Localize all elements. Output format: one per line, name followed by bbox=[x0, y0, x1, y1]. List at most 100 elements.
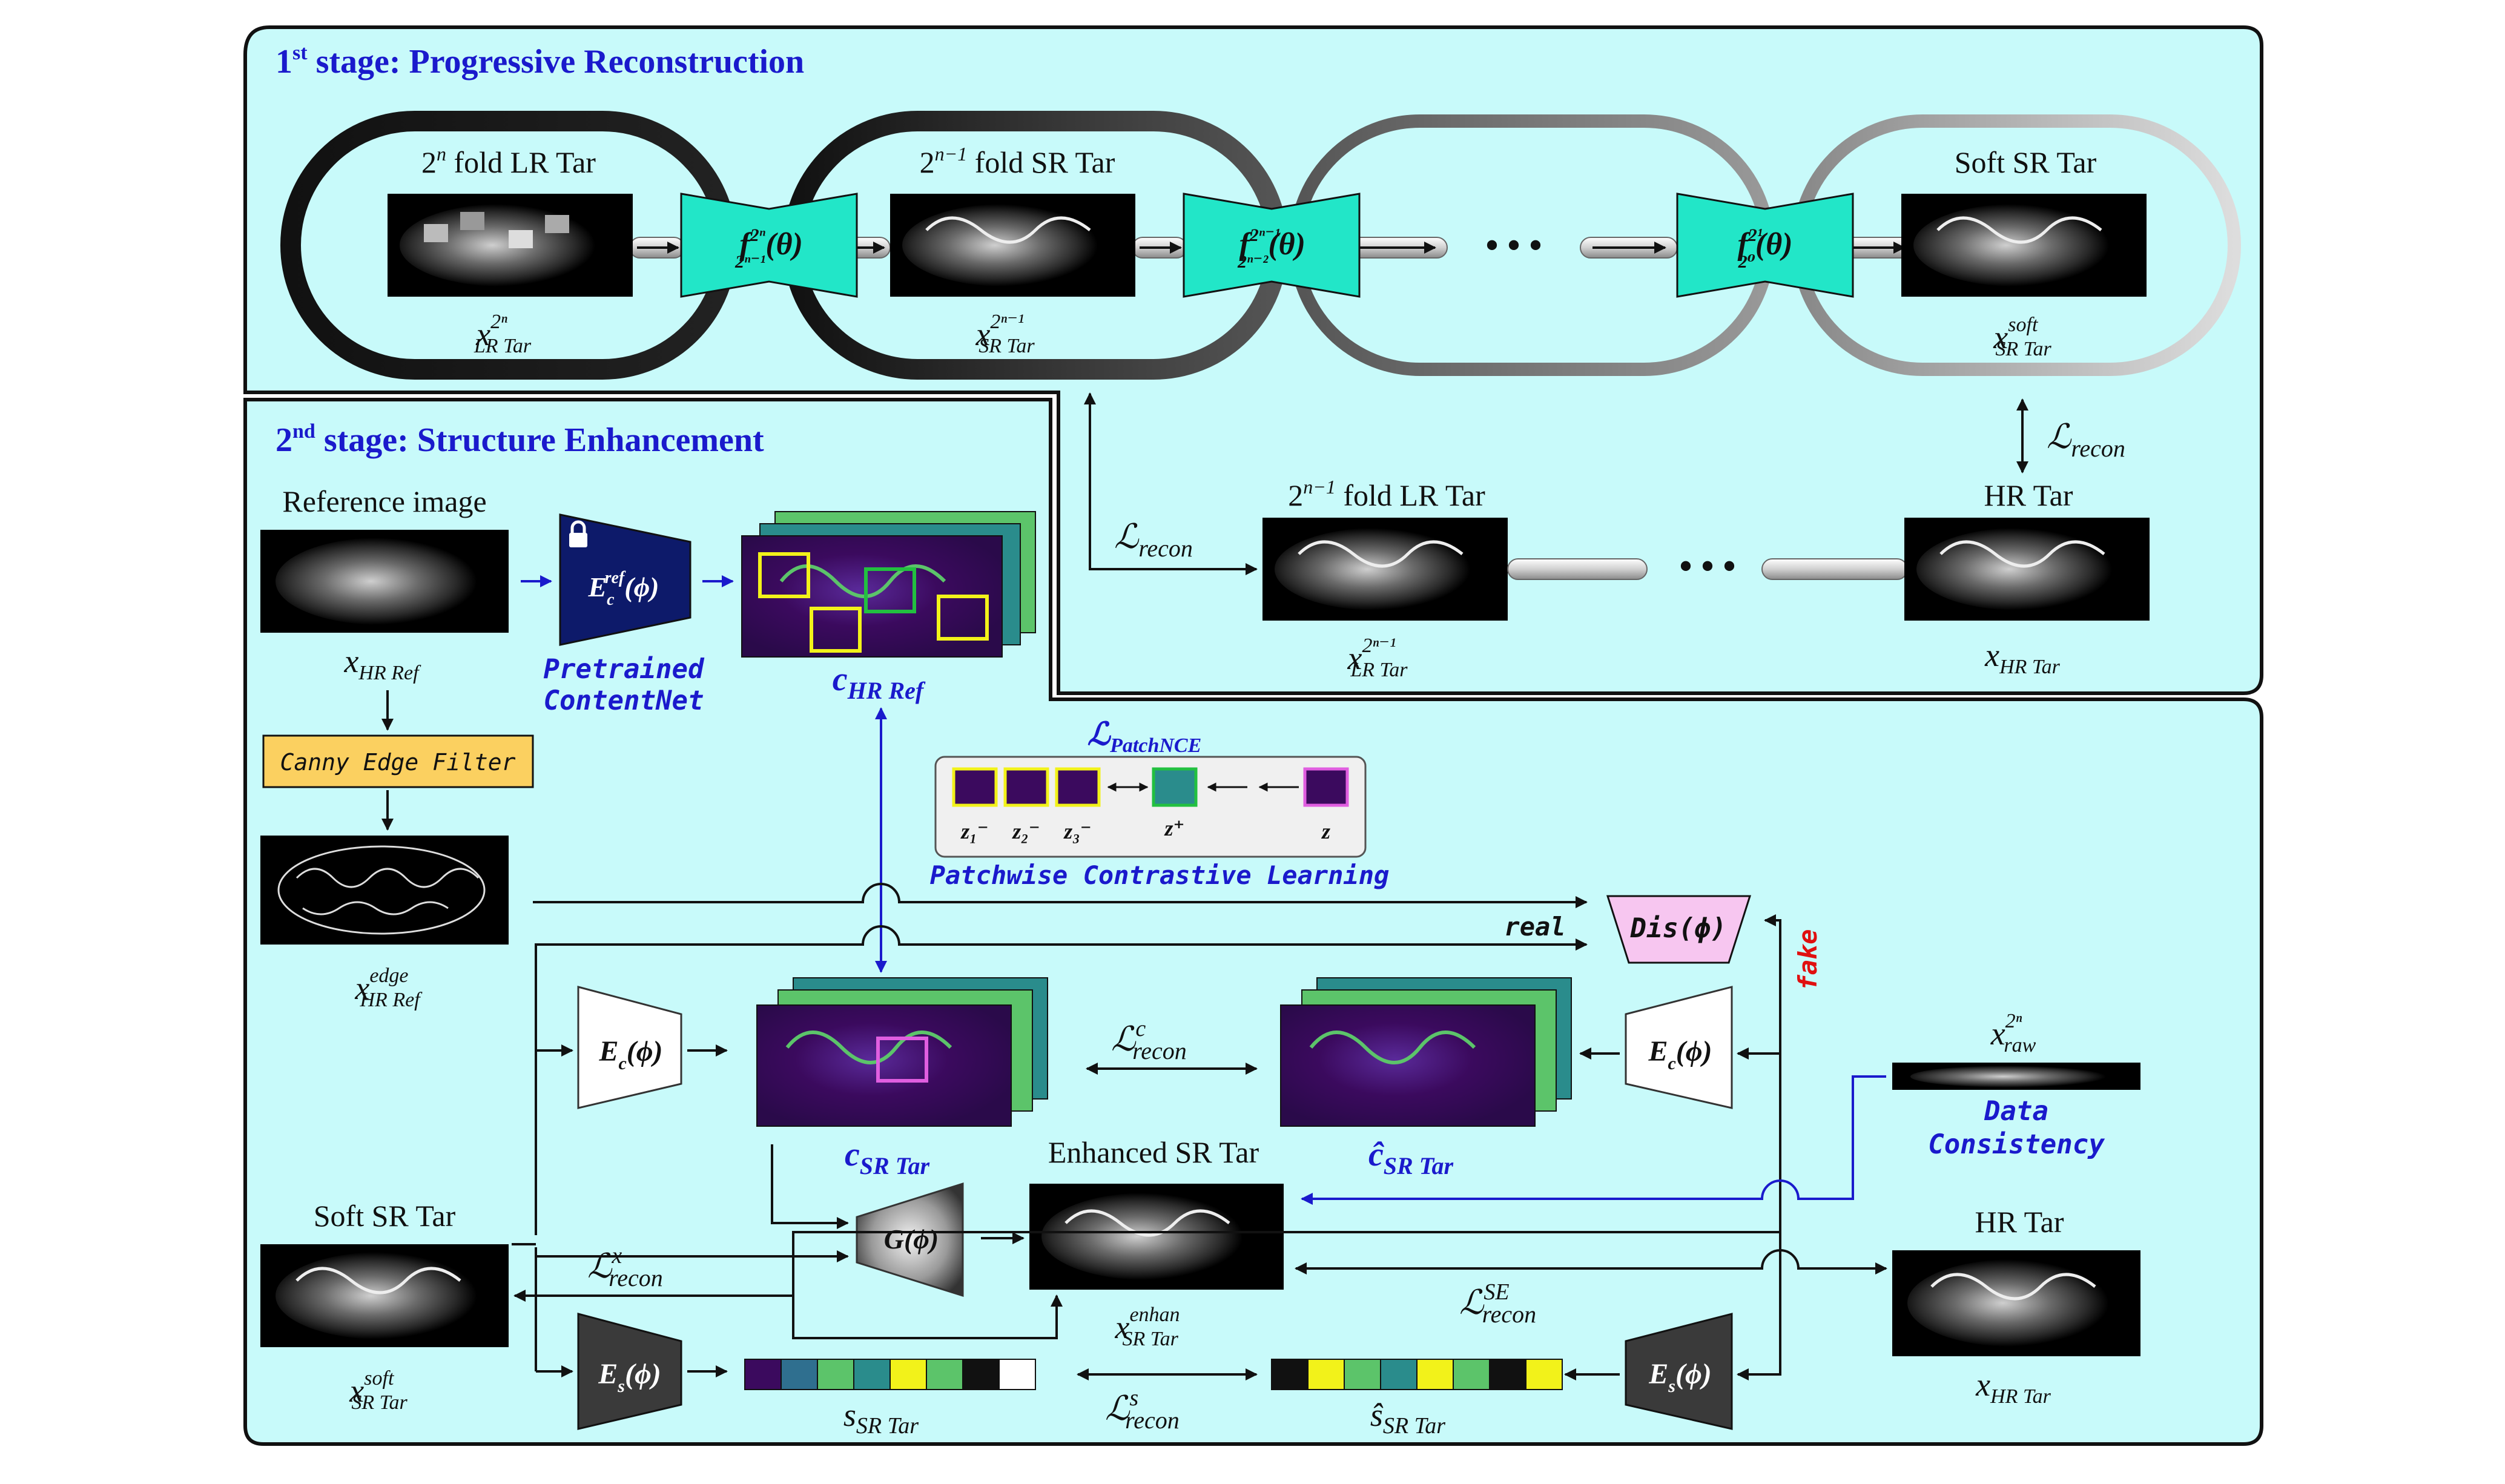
stage1-title: 1st stage: Progressive Reconstruction bbox=[276, 42, 804, 81]
mri-x-raw bbox=[1892, 1063, 2140, 1090]
lock-icon bbox=[569, 520, 587, 547]
style-code-sr-tar-hat bbox=[1271, 1359, 1563, 1390]
style-code-sr-tar-hat-cell bbox=[1271, 1359, 1309, 1390]
label-sr-tar-n1: 2n−1 fold SR Tar bbox=[920, 143, 1115, 179]
style-code-sr-tar bbox=[744, 1359, 1036, 1390]
loss-recon-left: ℒrecon bbox=[1114, 518, 1193, 562]
generator bbox=[856, 1182, 964, 1298]
label-soft-sr-stage2: Soft SR Tar bbox=[314, 1199, 456, 1233]
style-code-sr-tar-cell bbox=[781, 1359, 818, 1390]
feature-map-hr-ref bbox=[741, 511, 1036, 658]
feature-map-sr-tar bbox=[756, 977, 1048, 1127]
c-hr-ref-label: cHR Ref bbox=[833, 661, 926, 704]
ellipsis-stage1: • • • bbox=[1485, 225, 1542, 265]
arrow-lx-recon bbox=[513, 1231, 1780, 1302]
patch-caption: Patchwise Contrastive Learning bbox=[930, 860, 1390, 890]
style-code-sr-tar-cell bbox=[889, 1359, 927, 1390]
style-code-sr-tar-cell bbox=[926, 1359, 963, 1390]
label-hr-tar-top: HR Tar bbox=[1984, 478, 2073, 512]
encoder-ref-label: Ecref(ϕ) bbox=[587, 569, 659, 609]
style-code-sr-tar-cell bbox=[998, 1359, 1036, 1390]
style-code-sr-tar-cell bbox=[744, 1359, 782, 1390]
canny-filter-box bbox=[262, 734, 534, 788]
style-code-sr-tar-hat-cell bbox=[1380, 1359, 1418, 1390]
patchnce-label: ℒPatchNCE bbox=[1087, 717, 1202, 757]
fake-label: fake bbox=[1793, 929, 1823, 990]
mri-hr-ref bbox=[260, 530, 509, 633]
ec-right-label: Ec(ϕ) bbox=[1648, 1035, 1712, 1073]
arrow-to-enhanced-bottom bbox=[792, 1294, 1063, 1339]
style-code-sr-tar-hat-cell bbox=[1489, 1359, 1526, 1390]
es-left-label: Es(ϕ) bbox=[598, 1358, 661, 1396]
discriminator-label: Dis(ϕ) bbox=[1630, 913, 1727, 944]
arrow-csr-to-g bbox=[771, 1144, 849, 1229]
label-lr-tar: 2n fold LR Tar bbox=[421, 143, 596, 179]
style-code-sr-tar-cell bbox=[817, 1359, 854, 1390]
discriminator bbox=[1606, 895, 1752, 964]
line-fake-bus bbox=[1764, 914, 1781, 1232]
data-consistency-1: Data bbox=[1984, 1096, 2048, 1127]
loss-recon-right: ℒrecon bbox=[2047, 418, 2125, 462]
label-reference-image: Reference image bbox=[282, 484, 486, 518]
var-hr-tar-top: xHR Tar bbox=[1984, 637, 2061, 678]
encoder-es-left bbox=[577, 1313, 682, 1430]
ellipsis-bottom: • • • bbox=[1679, 546, 1735, 586]
c-sr-tar-label: cSR Tar bbox=[845, 1136, 930, 1179]
real-label: real bbox=[1504, 912, 1565, 942]
s-sr-tar-label: sSR Tar bbox=[843, 1397, 919, 1439]
ec-left-label: Ec(ϕ) bbox=[598, 1035, 662, 1073]
patchnce-patches bbox=[952, 767, 1349, 807]
mri-enhanced-sr bbox=[1029, 1184, 1284, 1290]
mri-sr-tar-n1 bbox=[890, 194, 1135, 297]
shat-sr-tar-label: ŝSR Tar bbox=[1370, 1397, 1445, 1439]
generator-label: G(ϕ) bbox=[884, 1224, 939, 1255]
patchnce-box bbox=[934, 756, 1367, 858]
pretrained-label-1: Pretrained bbox=[544, 654, 705, 685]
canny-filter-label: Canny Edge Filter bbox=[280, 749, 516, 776]
mri-lr-tar bbox=[388, 194, 633, 297]
label-soft-sr-tar: Soft SR Tar bbox=[1955, 145, 2097, 179]
z-label-2: z₂⁻ bbox=[1011, 819, 1040, 843]
mri-hr-tar-top bbox=[1904, 518, 2150, 621]
arrow-bus-to-esr bbox=[1737, 1232, 1781, 1380]
style-code-sr-tar-cell bbox=[853, 1359, 891, 1390]
style-code-sr-tar-hat-cell bbox=[1453, 1359, 1490, 1390]
z-label-5: z bbox=[1321, 819, 1330, 843]
data-consistency-2: Consistency bbox=[1928, 1129, 2105, 1160]
tube-bottom-2 bbox=[1761, 558, 1908, 580]
style-code-sr-tar-hat-cell bbox=[1307, 1359, 1345, 1390]
arrow-recon-left bbox=[1084, 392, 1258, 575]
feature-map-sr-tar-hat bbox=[1280, 977, 1572, 1127]
z-label-4: z⁺ bbox=[1163, 816, 1184, 840]
mri-lr-tar-n1 bbox=[1262, 518, 1508, 621]
line-edge-to-dis bbox=[533, 883, 1588, 908]
edge-map-image bbox=[260, 836, 509, 945]
label-enhanced-sr: Enhanced SR Tar bbox=[1048, 1135, 1259, 1169]
label-hr-tar-stage2: HR Tar bbox=[1975, 1205, 2064, 1239]
stage2-title: 2nd stage: Structure Enhancement bbox=[276, 420, 764, 459]
tube-bottom-1 bbox=[1507, 558, 1648, 580]
encoder-ref bbox=[559, 513, 691, 646]
var-hr-ref: xHR Ref bbox=[343, 643, 421, 684]
es-right-label: Es(ϕ) bbox=[1648, 1358, 1711, 1396]
style-code-sr-tar-hat-cell bbox=[1525, 1359, 1563, 1390]
line-real-to-dis bbox=[535, 925, 1588, 1235]
encoder-ec-left bbox=[577, 986, 682, 1109]
style-code-sr-tar-hat-cell bbox=[1416, 1359, 1454, 1390]
